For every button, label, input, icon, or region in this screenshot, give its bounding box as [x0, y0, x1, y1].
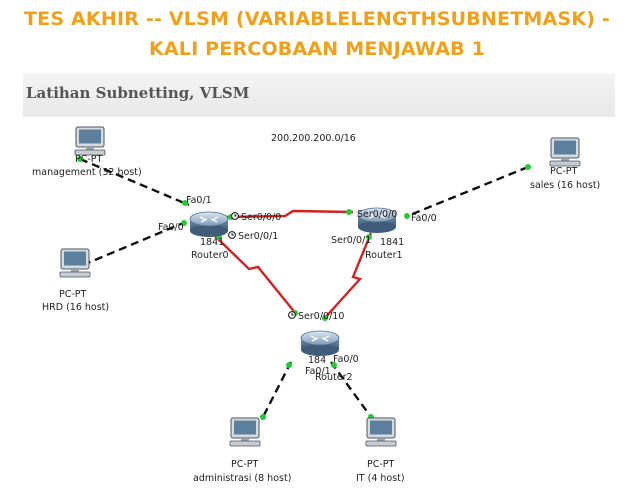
- topology-canvas: 200.200.200.0/16 PC-PT management (32 ho…: [23, 117, 615, 490]
- router-icon: [300, 330, 340, 357]
- pc-it-name: IT (4 host): [356, 473, 405, 484]
- pc-hrd-name: HRD (16 host): [42, 302, 109, 313]
- pc-icon: [74, 126, 106, 156]
- pc-sales-name: sales (16 host): [530, 180, 600, 191]
- diagram-subtitle: Latihan Subnetting, VLSM: [26, 84, 250, 102]
- pc-management[interactable]: [74, 126, 106, 156]
- router0-name: Router0: [191, 250, 229, 261]
- pc-it[interactable]: [365, 417, 397, 447]
- router1-model: 1841: [380, 237, 404, 248]
- link-status-lights: [77, 156, 531, 420]
- pc-administrasi-name: administrasi (8 host): [193, 473, 291, 484]
- pc-hrd-type: PC-PT: [59, 289, 87, 300]
- port-r2-fa01: Fa0/1: [305, 366, 331, 377]
- link-router2-it: [330, 361, 372, 418]
- topology-diagram: 200.200.200.0/16 PC-PT management (32 ho…: [32, 126, 600, 484]
- router2-model: 184: [308, 355, 326, 366]
- link-management-router0: [79, 157, 190, 207]
- pc-icon: [59, 248, 91, 278]
- router0[interactable]: [189, 211, 229, 238]
- port-r0-fa01: Fa0/1: [186, 195, 212, 206]
- clock-icon: [288, 311, 296, 319]
- serial-link-router0-router1: [224, 209, 354, 219]
- pc-administrasi-type: PC-PT: [231, 459, 259, 470]
- router2-name: Router2: [315, 372, 353, 383]
- port-r0-ser001: Ser0/0/1: [238, 231, 278, 242]
- link-sales-router1: [404, 165, 529, 219]
- router0-model: 1841: [200, 237, 224, 248]
- pc-it-type: PC-PT: [367, 459, 395, 470]
- pc-management-type: PC-PT: [75, 154, 103, 165]
- pc-icon: [365, 417, 397, 447]
- heading-line-1: TES AKHIR -- VLSM (VARIABLELENGTHSUBNETM…: [23, 8, 610, 30]
- port-r1-ser000: Ser0/0/0: [357, 209, 397, 220]
- pc-hrd[interactable]: [59, 248, 91, 278]
- link-router2-administrasi: [261, 361, 293, 418]
- router1-name: Router1: [365, 250, 403, 261]
- router-icon: [189, 211, 229, 238]
- port-r0-fa00: Fa0/0: [158, 222, 184, 233]
- clock-icon: [231, 212, 239, 220]
- pc-management-name: management (32 host): [32, 167, 142, 178]
- serial-link-router0-router2: [212, 233, 298, 316]
- pc-sales[interactable]: [549, 137, 581, 167]
- port-r1-ser001: Ser0/0/1: [331, 235, 371, 246]
- pc-administrasi[interactable]: [229, 417, 261, 447]
- pc-icon: [229, 417, 261, 447]
- heading-line-2: KALI PERCOBAAN MENJAWAB 1: [148, 38, 486, 60]
- link-hrd-router0: [82, 219, 189, 267]
- pc-icon: [549, 137, 581, 167]
- pc-sales-type: PC-PT: [550, 166, 578, 177]
- port-r2-ser0010: Ser0/0/10: [298, 311, 344, 322]
- port-r0-ser000: Ser0/0/0: [241, 212, 281, 223]
- router2[interactable]: [300, 330, 340, 357]
- serial-link-router1-router2: [322, 232, 373, 321]
- network-address-label: 200.200.200.0/16: [271, 133, 356, 144]
- clock-icon: [228, 231, 236, 239]
- port-r2-fa00: Fa0/0: [333, 354, 359, 365]
- port-r1-fa00: Fa0/0: [411, 213, 437, 224]
